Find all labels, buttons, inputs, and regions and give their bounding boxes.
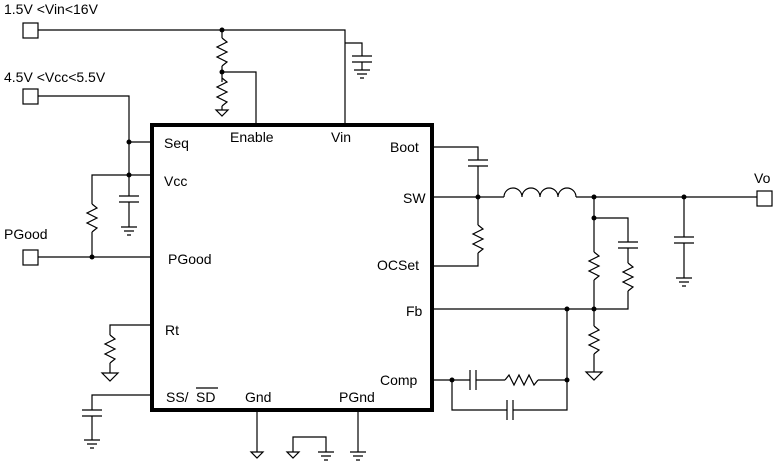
port-vo-label: Vo <box>754 170 771 186</box>
vcc-cap-ground-icon <box>121 202 137 236</box>
port-vcc-label: 4.5V <Vcc<5.5V <box>4 69 106 85</box>
enable-wire <box>221 66 257 125</box>
ocset-resistor <box>471 224 485 254</box>
pin-boot-label: Boot <box>390 139 419 155</box>
rt-wire <box>109 324 152 335</box>
ic-body <box>150 123 434 412</box>
boot-wire <box>432 146 479 160</box>
vin-divider-resistor-bottom <box>215 77 229 107</box>
vin-wire <box>38 29 346 125</box>
port-vin-label: 1.5V <Vin<16V <box>4 1 99 17</box>
comp-to-fb-wire <box>513 309 568 411</box>
fb-feedforward-resistor <box>621 262 635 292</box>
fb-lower-ground-icon <box>584 354 604 381</box>
comp-series-resistor <box>504 373 539 387</box>
pin-vcc-label: Vcc <box>164 173 187 189</box>
fb-feedforward-bottom-wire <box>594 291 629 310</box>
gnd-wire <box>249 410 265 459</box>
port-vcc-box <box>22 88 39 105</box>
output-inductor <box>503 187 577 198</box>
rt-ground-icon <box>100 363 120 382</box>
ss-wire <box>91 394 152 410</box>
pin-fb-label: Fb <box>406 303 423 319</box>
fb-lower-resistor <box>587 325 601 355</box>
port-pgood-box <box>22 249 39 266</box>
rt-resistor <box>103 334 117 364</box>
vcc-pin-wire <box>128 142 152 176</box>
power-ground-icon <box>318 451 334 461</box>
pin-vin-label: Vin <box>331 129 351 145</box>
comp-parallel-wire-left <box>451 380 507 411</box>
pin-comp-label: Comp <box>380 372 418 388</box>
pin-seq-label: Seq <box>164 135 189 151</box>
signal-ground-icon <box>285 451 301 459</box>
pin-pgood-label: PGood <box>168 251 212 267</box>
port-vin-box <box>22 22 39 39</box>
port-vo-box <box>756 190 773 207</box>
fb-upper-resistor <box>587 251 601 281</box>
pgood-pullup-resistor <box>85 203 99 233</box>
vin-cap-ground-icon <box>354 62 370 79</box>
ocset-wire <box>432 253 479 267</box>
vcc-pullup-wire <box>91 174 129 204</box>
pgnd-wire <box>350 410 366 461</box>
gnd-link-wire <box>292 436 327 452</box>
fb-divider-top-wire <box>593 197 629 242</box>
pin-sd-label: SD <box>196 389 215 405</box>
pin-enable-label: Enable <box>230 129 274 145</box>
vin-divider-ground-icon <box>214 106 230 117</box>
port-pgood-label: PGood <box>4 226 48 242</box>
pgood-junction-dot <box>89 254 95 260</box>
pin-sw-label: SW <box>403 190 426 206</box>
pin-ss-label: SS/ <box>166 389 189 405</box>
vin-cap-wire <box>345 42 363 56</box>
pin-pgnd-label: PGnd <box>339 389 375 405</box>
vcc-wire <box>38 95 152 143</box>
ss-cap-ground-icon <box>84 416 100 449</box>
pin-gnd-label: Gnd <box>245 389 271 405</box>
vin-divider-resistor-top <box>215 37 229 67</box>
output-cap-ground-icon <box>676 243 692 287</box>
pin-ocset-label: OCSet <box>377 257 419 273</box>
pin-rt-label: Rt <box>165 322 179 338</box>
